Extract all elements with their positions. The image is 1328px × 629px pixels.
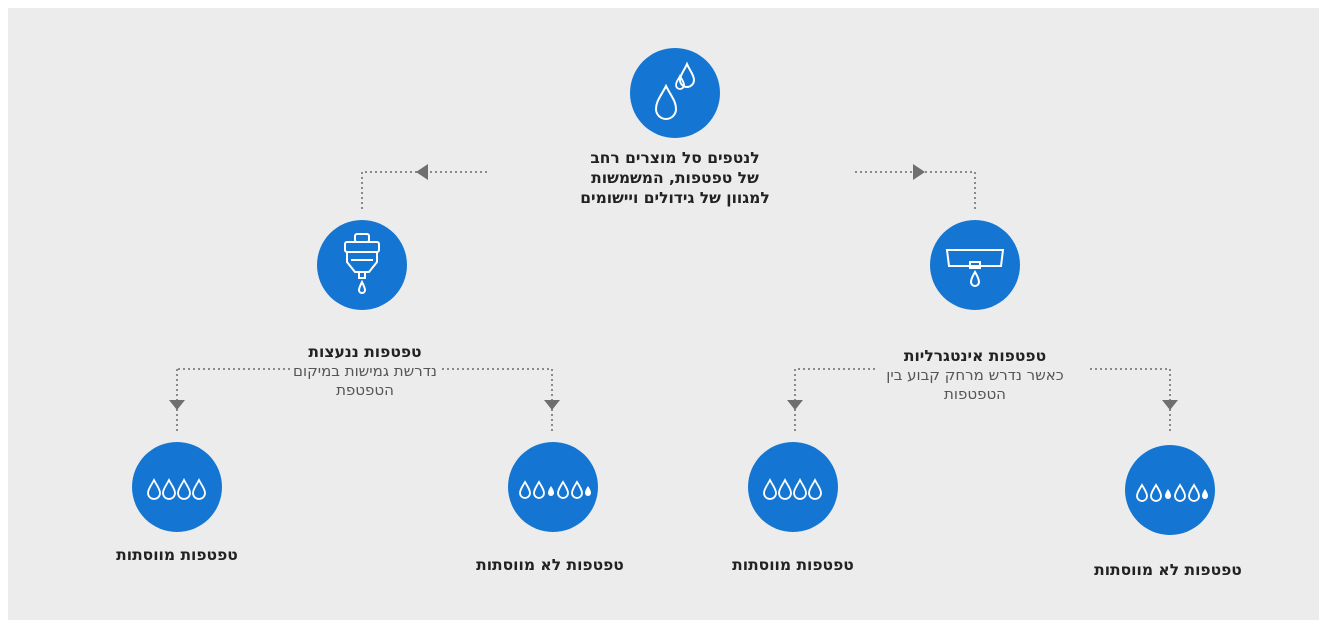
- leaf-node: [1125, 445, 1215, 535]
- left-branch-subtitle-2: הטפטפת: [336, 381, 394, 399]
- leaf-label-right-nonregulated: טפטפות לא מווסתות: [1094, 561, 1242, 579]
- leaf-node: [748, 442, 838, 532]
- right-branch-subtitle-2: הטפטפות: [944, 385, 1006, 403]
- right-branch-text: טפטפות אינטגרליות כאשר נדרש מרחק קבוע בי…: [835, 346, 1115, 404]
- arrow-left-icon: [416, 164, 428, 180]
- right-branch-title: טפטפות אינטגרליות: [903, 347, 1047, 365]
- arrow-down-icon: [169, 400, 185, 410]
- right-branch-subtitle-1: כאשר נדרש מרחק קבוע בין: [886, 366, 1064, 384]
- left-branch-text: טפטפות ננעצות נדרשת גמישות במיקום הטפטפת: [250, 342, 480, 400]
- varied-drops-icon: [1136, 483, 1208, 502]
- left-branch-node: [317, 220, 407, 310]
- varied-drops-icon: [519, 480, 591, 499]
- arrow-right-icon: [913, 164, 925, 180]
- uniform-drops-icon: [763, 477, 822, 500]
- root-node: [630, 48, 720, 138]
- right-branch-node: [930, 220, 1020, 310]
- uniform-drops-icon: [147, 477, 206, 500]
- leaf-node: [132, 442, 222, 532]
- arrow-down-icon: [544, 400, 560, 410]
- leaf-label-left-nonregulated: טפטפות לא מווסתות: [476, 556, 624, 574]
- root-title-line-1: לנטפים סל מוצרים רחב: [590, 149, 760, 167]
- left-branch-title: טפטפות ננעצות: [308, 343, 422, 361]
- left-branch-subtitle-1: נדרשת גמישות במיקום: [293, 362, 437, 380]
- leaf-node: [508, 442, 598, 532]
- leaf-label-right-uniform: טפטפות מווסתות: [732, 556, 854, 574]
- root-title: לנטפים סל מוצרים רחב של טפטפות, המשמשות …: [520, 148, 830, 208]
- integral-dripper-icon: [945, 249, 1005, 287]
- arrow-down-icon: [1162, 400, 1178, 410]
- root-title-line-2: של טפטפות, המשמשות: [591, 169, 759, 187]
- water-drops-icon: [654, 61, 696, 120]
- leaf-label-left-uniform: טפטפות מווסתות: [116, 546, 238, 564]
- on-line-dripper-icon: [344, 233, 380, 294]
- root-title-line-3: למגוון של גידולים ויישומים: [580, 189, 770, 207]
- arrow-down-icon: [787, 400, 803, 410]
